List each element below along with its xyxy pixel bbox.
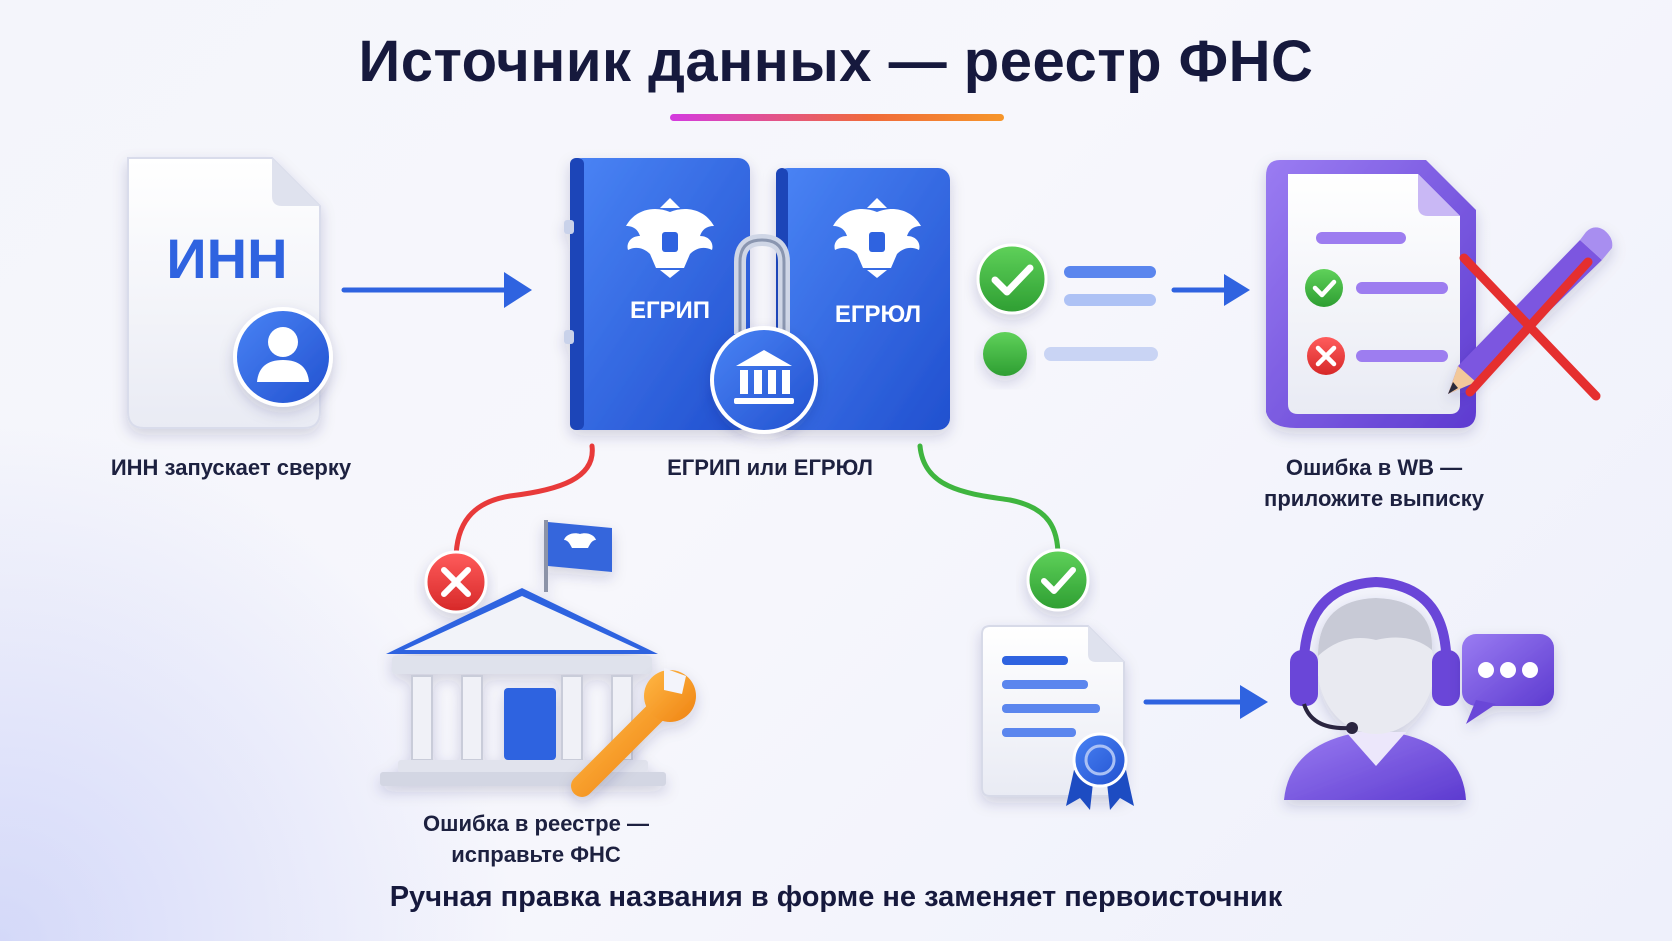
check-icon-registry bbox=[1026, 548, 1090, 612]
title-underline bbox=[670, 114, 1004, 121]
emblem-icon-egrip bbox=[626, 198, 714, 278]
cross-mark-wb bbox=[1459, 253, 1601, 401]
emblem-icon-egrul bbox=[833, 198, 921, 278]
book-label-egrip: ЕГРИП bbox=[630, 297, 710, 324]
caption-registry-error-line2: исправьте ФНС bbox=[451, 842, 621, 867]
check-icon-match bbox=[976, 243, 1048, 315]
government-building-icon bbox=[380, 520, 666, 786]
caption-wb-error: Ошибка в WB — приложите выписку bbox=[1224, 452, 1524, 514]
person-icon bbox=[233, 307, 333, 407]
headset-icon bbox=[1290, 576, 1460, 734]
wrench-icon bbox=[571, 668, 696, 797]
inn-doc-label: ИНН bbox=[166, 227, 287, 290]
caption-wb-error-line1: Ошибка в WB — bbox=[1285, 455, 1463, 480]
support-agent-icon bbox=[1284, 598, 1466, 800]
arrow-inn-to-registry bbox=[341, 272, 532, 308]
page-title: Источник данных — реестр ФНС bbox=[358, 29, 1314, 94]
caption-registry: ЕГРИП или ЕГРЮЛ bbox=[620, 452, 920, 483]
ribbon-seal-icon bbox=[1066, 732, 1134, 810]
cross-icon-wb bbox=[1307, 337, 1345, 375]
bank-icon bbox=[710, 326, 818, 434]
arrow-to-wb-checklist bbox=[1171, 274, 1250, 306]
caption-inn: ИНН запускает сверку bbox=[96, 452, 366, 483]
arrow-to-support bbox=[1143, 685, 1268, 719]
padlock-icon bbox=[734, 233, 790, 334]
caption-inn-text: ИНН запускает сверку bbox=[110, 455, 352, 480]
caption-registry-error: Ошибка в реестре — исправьте ФНС bbox=[386, 808, 686, 870]
caption-registry-error-line1: Ошибка в реестре — bbox=[423, 811, 649, 836]
footer-note: Ручная правка названия в форме не заменя… bbox=[389, 881, 1283, 913]
cross-icon-registry bbox=[424, 550, 488, 614]
caption-registry-text: ЕГРИП или ЕГРЮЛ bbox=[667, 455, 873, 480]
caption-wb-error-line2: приложите выписку bbox=[1264, 486, 1484, 511]
book-label-egrul: ЕГРЮЛ bbox=[835, 301, 921, 328]
match-result bbox=[976, 243, 1158, 376]
inn-document: ИНН bbox=[127, 157, 333, 429]
chat-bubble-icon bbox=[1462, 634, 1554, 724]
registry-books: ЕГРИП ЕГРЮЛ bbox=[564, 158, 950, 434]
flag-icon bbox=[548, 522, 612, 572]
check-icon-wb bbox=[1305, 269, 1343, 307]
wb-checklist bbox=[1266, 160, 1613, 428]
background-wash bbox=[0, 420, 520, 941]
status-dot-green bbox=[983, 332, 1027, 376]
branch-registry-match bbox=[917, 443, 1090, 612]
branch-registry-error bbox=[424, 443, 595, 614]
